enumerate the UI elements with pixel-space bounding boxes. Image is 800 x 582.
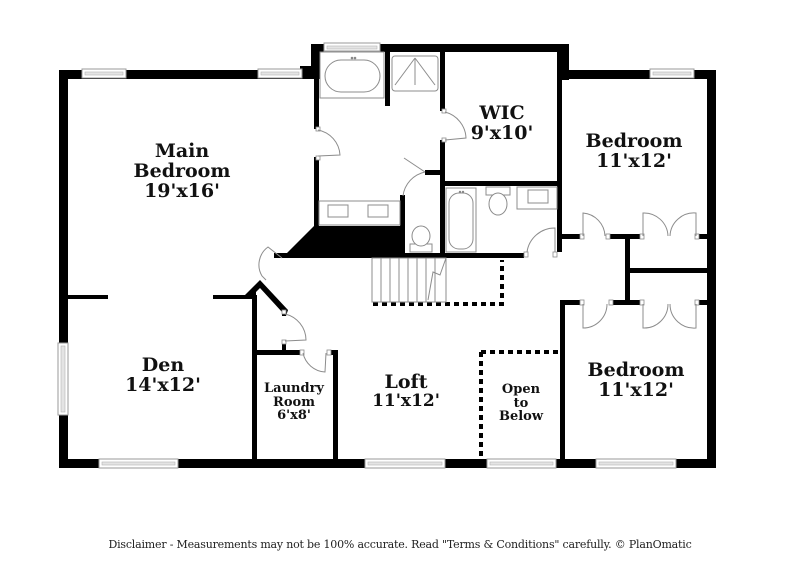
interior-walls xyxy=(68,52,710,463)
room-name: Loft xyxy=(384,371,428,393)
room-name: Main xyxy=(154,140,210,162)
room-label-den: Den 14'x12' xyxy=(125,354,201,396)
room-dimensions: 11'x12' xyxy=(598,378,674,401)
open-wall-markers xyxy=(373,260,560,460)
disclaimer-text: Disclaimer - Measurements may not be 100… xyxy=(108,538,692,551)
room-name: to xyxy=(513,395,529,411)
room-name: Laundry xyxy=(264,381,324,396)
room-dimensions: 19'x16' xyxy=(144,179,220,202)
room-dimensions: 11'x12' xyxy=(596,149,672,172)
room-label-wic: WIC 9'x10' xyxy=(470,102,534,144)
room-dimensions: 6'x8' xyxy=(277,408,311,424)
main-bath-fixtures xyxy=(315,51,467,253)
room-dimensions: 11'x12' xyxy=(372,390,440,411)
hall-bath-fixtures xyxy=(445,186,558,258)
room-label-bedroom-1: Bedroom 11'x12' xyxy=(585,130,683,172)
room-dimensions: 14'x12' xyxy=(125,373,201,396)
room-label-main-bedroom: Main Bedroom 19'x16' xyxy=(133,140,231,202)
closet-doors xyxy=(579,212,700,329)
room-label-laundry-room: Laundry Room 6'x8' xyxy=(264,382,324,423)
other-doors xyxy=(258,246,332,373)
room-name: Bedroom xyxy=(585,130,683,152)
room-dimensions: 9'x10' xyxy=(470,121,534,144)
room-name: Room xyxy=(273,394,315,410)
room-name: Open xyxy=(501,382,541,397)
room-label-bedroom-2: Bedroom 11'x12' xyxy=(587,359,685,401)
room-name: Bedroom xyxy=(133,159,231,182)
room-name: Den xyxy=(141,354,185,376)
staircase xyxy=(371,257,447,303)
windows xyxy=(57,42,695,469)
room-label-loft: Loft 11'x12' xyxy=(372,371,440,411)
room-name: Bedroom xyxy=(587,359,685,381)
room-name: Below xyxy=(498,409,544,425)
room-name: WIC xyxy=(479,102,525,124)
room-label-open-to-below: Open to Below xyxy=(499,383,543,424)
